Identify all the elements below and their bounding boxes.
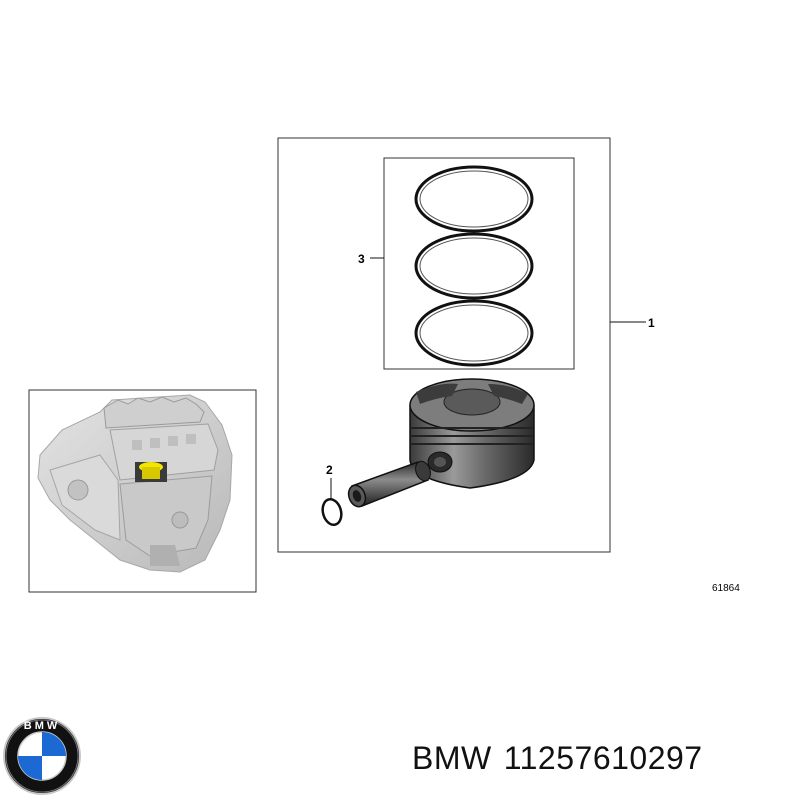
top-compression-ring	[414, 165, 534, 233]
callout-1: 1	[648, 316, 655, 330]
circlip	[321, 497, 343, 527]
piston-rings	[414, 165, 534, 367]
engine-thumbnail	[28, 389, 257, 593]
leader-lines	[330, 257, 646, 499]
engine-block-image	[37, 394, 233, 573]
piston-pin	[347, 460, 431, 508]
caption-part-number: 11257610297	[503, 740, 703, 776]
piston	[409, 378, 535, 489]
callout-2: 2	[326, 463, 333, 477]
oil-control-ring	[414, 299, 534, 367]
figure-reference: 61864	[712, 583, 740, 594]
second-compression-ring	[414, 232, 534, 300]
ring-set-frame	[383, 157, 575, 370]
piston-assembly-frame	[277, 137, 611, 553]
highlighted-piston-location	[135, 462, 167, 482]
callout-3: 3	[358, 252, 365, 266]
caption-brand: BMW	[412, 740, 492, 776]
bmw-logo-lettering: BMW	[24, 720, 61, 732]
bmw-logo-icon: BMW	[3, 717, 81, 795]
part-caption: BMW 11257610297	[412, 740, 792, 780]
